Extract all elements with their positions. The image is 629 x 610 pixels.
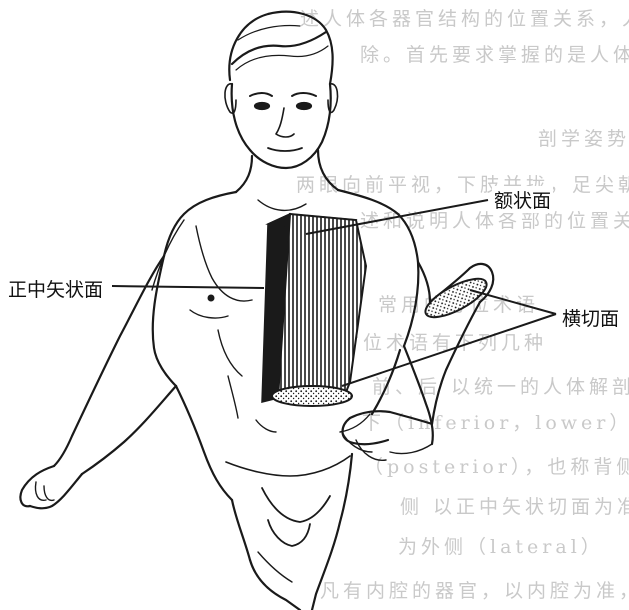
sagittal-plane: [278, 214, 366, 398]
torso-transverse-plane: [272, 386, 352, 406]
leader-transverse-arm: [470, 290, 556, 314]
leader-transverse-torso: [342, 314, 556, 386]
pelvis-and-legs: [232, 454, 352, 610]
transverse-plane-label: 横切面: [560, 304, 621, 331]
head: [225, 12, 338, 168]
leader-sagittal: [112, 286, 264, 288]
coronal-plane-label: 额状面: [492, 186, 553, 213]
sagittal-plane-label: 正中矢状面: [6, 275, 105, 302]
